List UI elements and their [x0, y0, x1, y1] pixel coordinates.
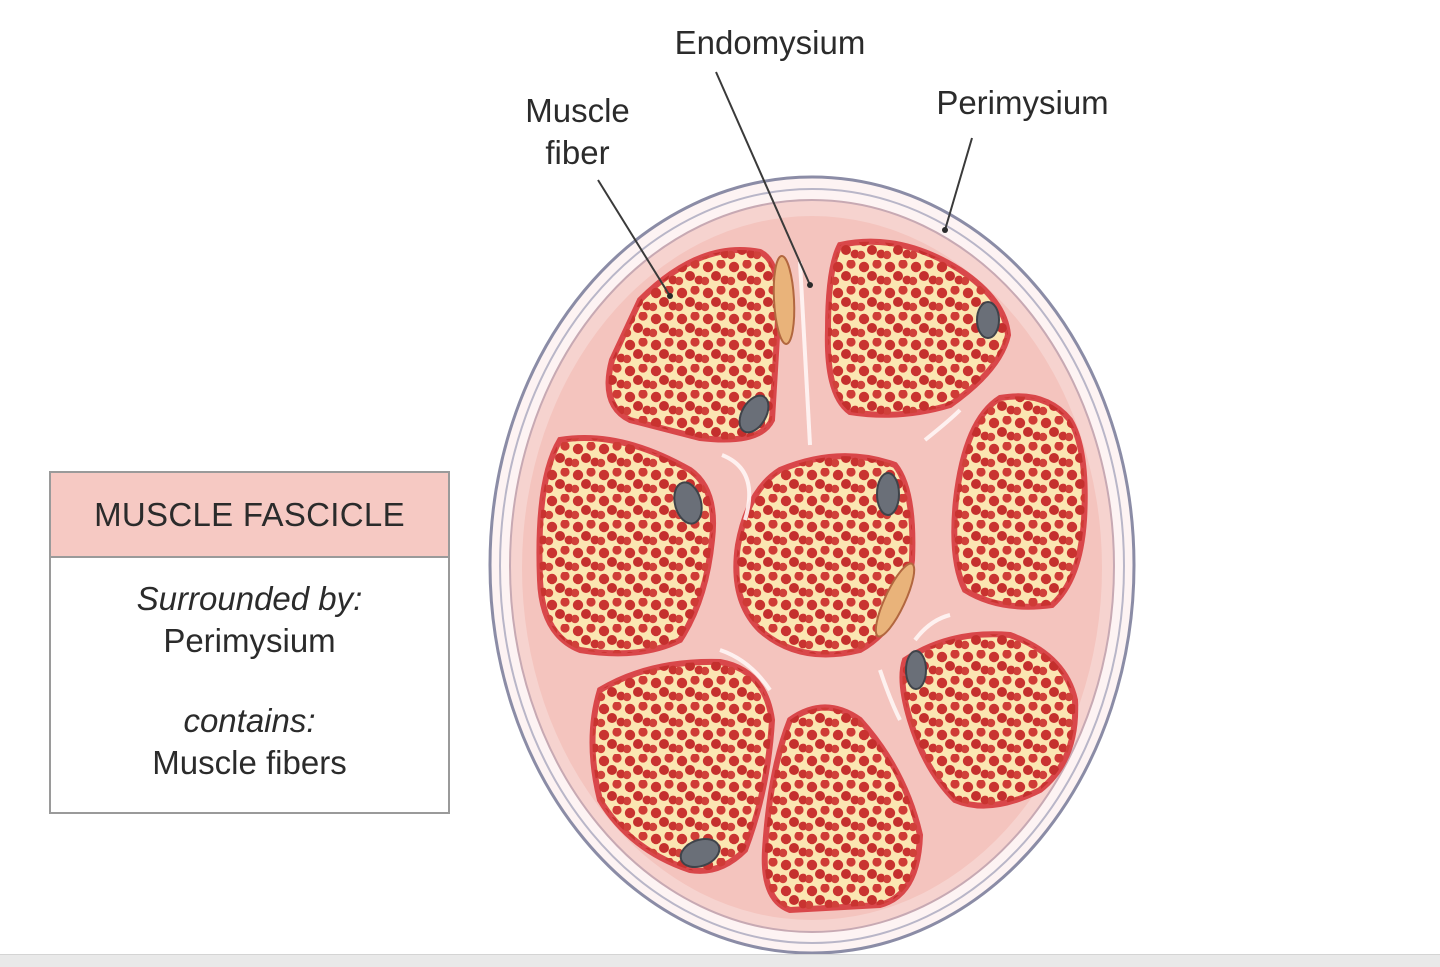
muscle-fiber: [761, 704, 924, 914]
muscle-fiber: [605, 247, 782, 443]
muscle-fiber: [733, 453, 916, 658]
endomysium-leader: [715, 71, 811, 286]
fibroblast-cells: [772, 255, 916, 638]
perimysium-label: Perimysium: [936, 84, 1109, 121]
leader-lines: [597, 71, 973, 297]
bottom-bar: [0, 954, 1440, 967]
info-box-heading: MUSCLE FASCICLE: [51, 473, 448, 558]
muscle-fiber: [589, 658, 776, 874]
info-box-body: Surrounded by: Perimysium contains: Musc…: [51, 558, 448, 784]
perimysium-leader: [944, 137, 973, 231]
leader-dots: [667, 227, 948, 299]
muscle-fiber-label-line1: Muscle: [525, 92, 630, 129]
surrounded-by-value: Perimysium: [163, 622, 336, 659]
muscle-fibers: [536, 238, 1088, 914]
contains-value: Muscle fibers: [152, 744, 347, 781]
muscle-fiber: [536, 435, 716, 657]
muscle-fiber: [899, 631, 1079, 809]
muscle-fiber: [951, 393, 1088, 610]
muscle-fiber: [824, 238, 1012, 418]
endomysium: [719, 261, 962, 721]
muscle-fiber-leader: [597, 179, 671, 297]
muscle-fiber-label-line2: fiber: [545, 134, 610, 171]
contains-label: contains:: [183, 702, 316, 739]
endomysium-label: Endomysium: [674, 24, 866, 61]
muscle-fiber-label: Muscle fiber: [490, 90, 665, 174]
info-box-spacer: [51, 662, 448, 700]
surrounded-by-label: Surrounded by:: [136, 580, 363, 617]
fascicle-info-box: MUSCLE FASCICLE Surrounded by: Perimysiu…: [49, 471, 450, 814]
nuclei: [673, 301, 1000, 869]
